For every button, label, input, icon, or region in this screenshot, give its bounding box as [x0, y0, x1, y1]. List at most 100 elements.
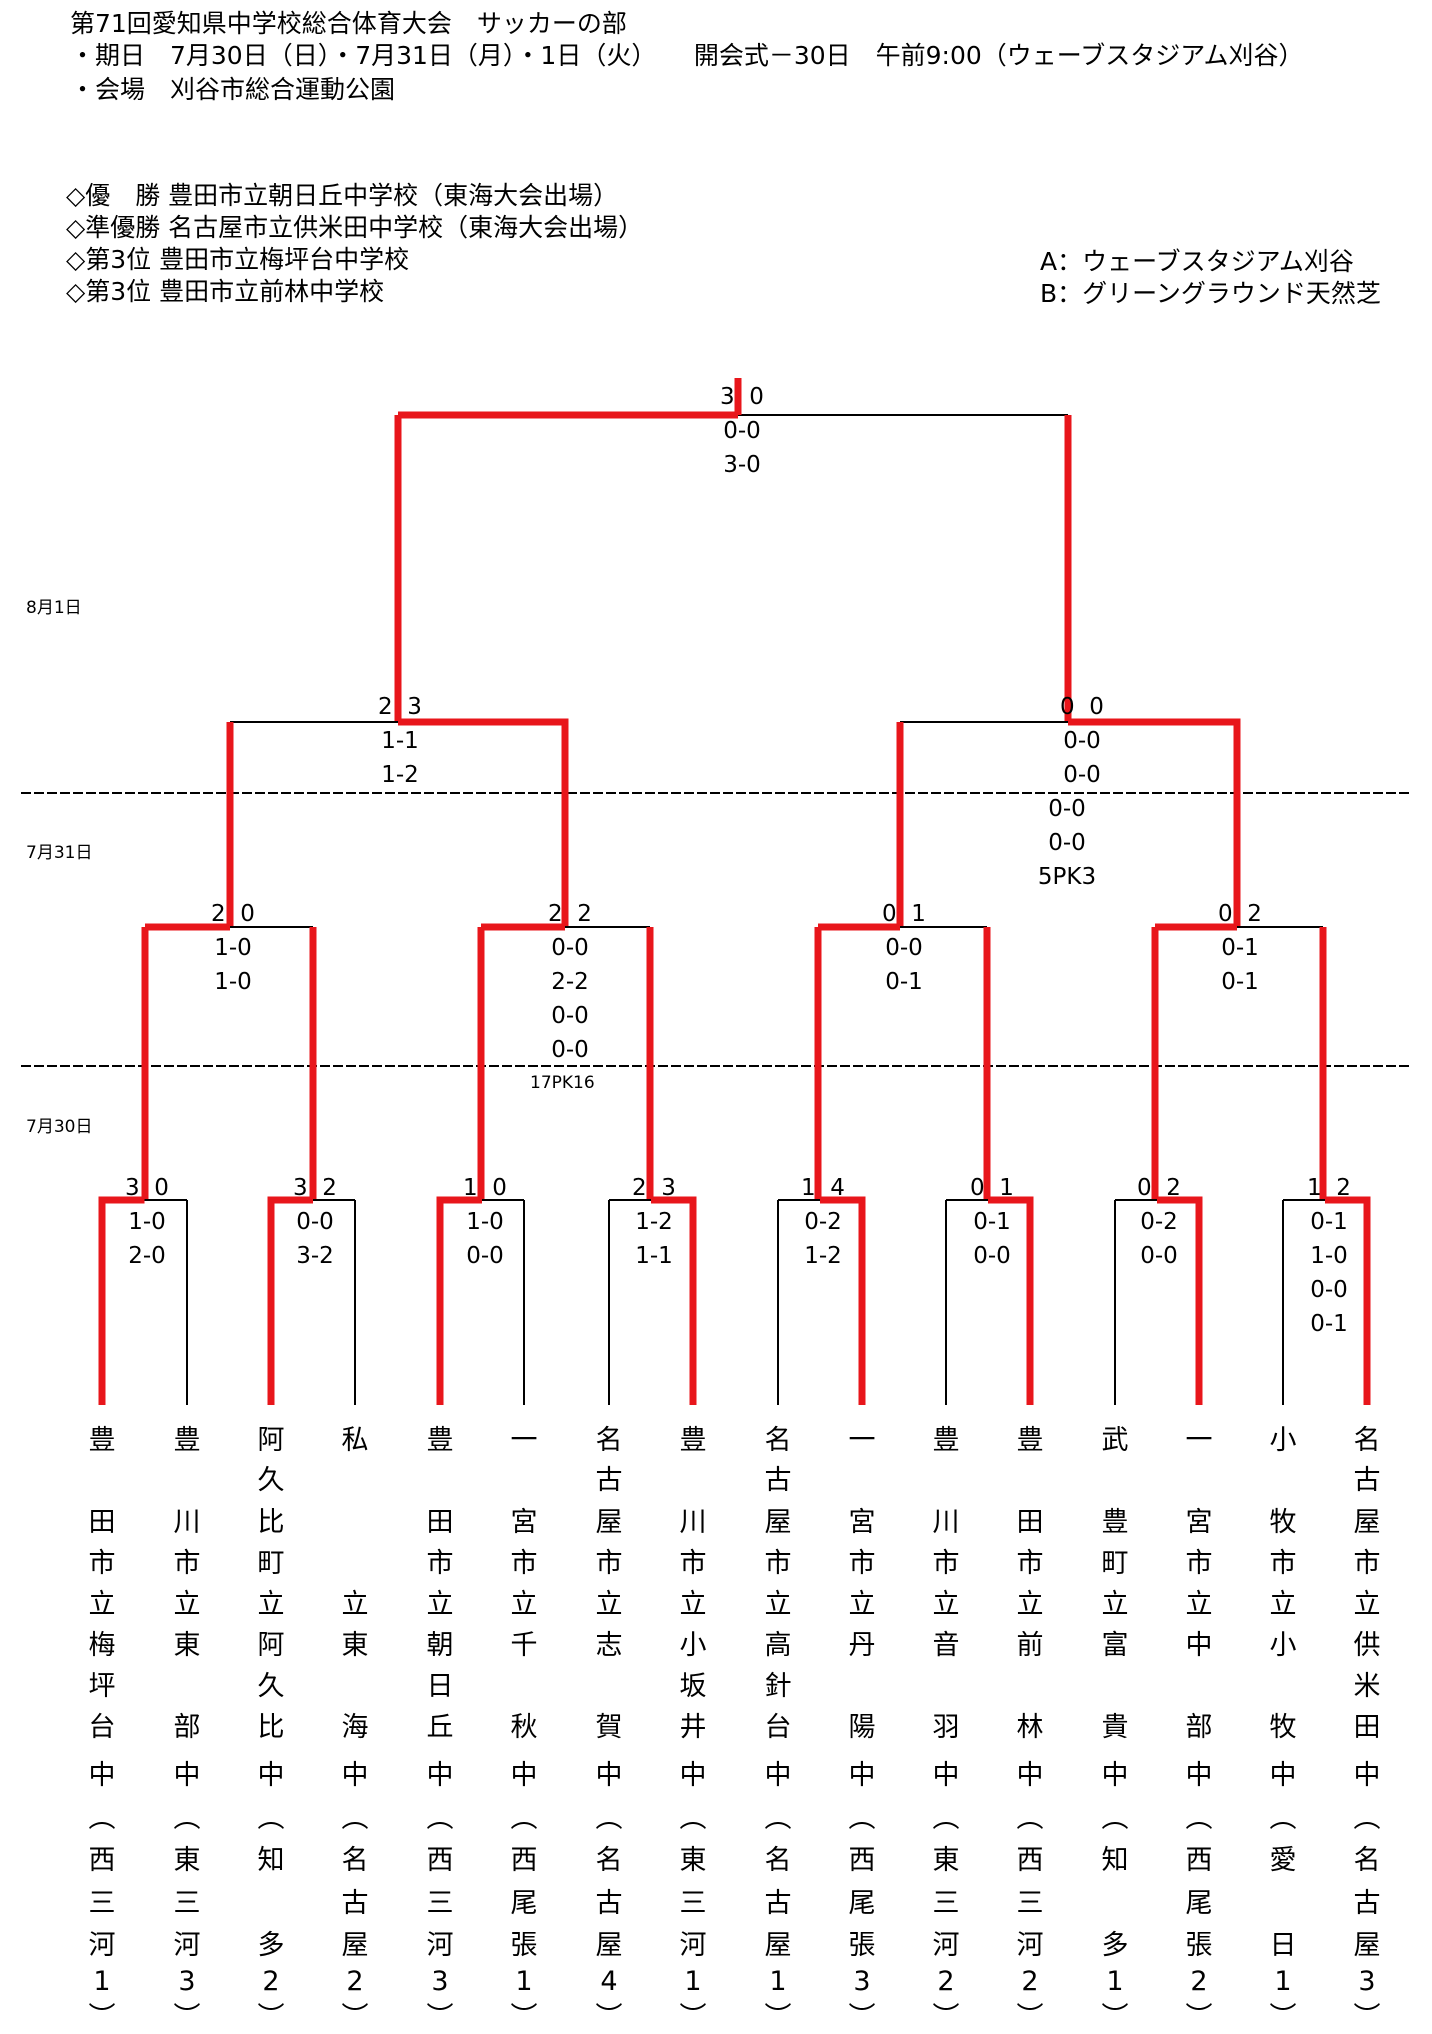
team-char: 河	[1016, 1930, 1044, 1961]
score-round1-6: 0 1 0-1 0-0	[947, 1171, 1037, 1273]
score-line: 0-0	[723, 418, 761, 444]
team-char: 貴	[1101, 1712, 1129, 1743]
team-char: 市	[426, 1548, 454, 1579]
team-char: 名	[764, 1425, 792, 1456]
score-line: 1-2	[804, 1243, 842, 1269]
winner-path	[1325, 1196, 1371, 1405]
team-char: 西	[510, 1845, 538, 1876]
team-char: 高	[764, 1630, 792, 1661]
score-line: 0-0	[296, 1209, 334, 1235]
score-line: 2 3	[632, 1175, 676, 1201]
score-line: 0-1	[973, 1209, 1011, 1235]
team-char: 古	[1353, 1465, 1381, 1496]
team-char: ︵	[510, 1803, 538, 1834]
result-runner-up: ◇準優勝 名古屋市立供米田中学校（東海大会出場）	[66, 213, 644, 242]
team-char: ︶	[595, 2002, 623, 2033]
team-char: 台	[764, 1712, 792, 1743]
team-char: 屋	[764, 1507, 792, 1538]
team-char: 尾	[848, 1888, 876, 1919]
team-char: 牧	[1269, 1507, 1297, 1538]
score-quarterfinal-3: 0 1 0-0 0-1	[859, 897, 949, 999]
score-line: 0-1	[1221, 935, 1259, 961]
team-char: 東	[932, 1845, 960, 1876]
team-char: 羽	[932, 1712, 960, 1743]
team-char: 豊	[932, 1425, 960, 1456]
team-char: 千	[510, 1630, 538, 1661]
venue-legend-a: A：ウェーブスタジアム刈谷	[1040, 247, 1354, 276]
team-char: 4	[600, 1966, 618, 1997]
team-char: 田	[426, 1507, 454, 1538]
team-char: 中	[595, 1760, 623, 1791]
team-char: 市	[595, 1548, 623, 1579]
team-char: 多	[257, 1930, 285, 1961]
team-char: ︵	[679, 1803, 707, 1834]
score-round1-2: 3 2 0-0 3-2	[270, 1171, 360, 1273]
score-line: 5PK3	[1037, 864, 1097, 890]
team-char: 知	[1101, 1845, 1129, 1876]
score-round1-1: 3 0 1-0 2-0	[102, 1171, 192, 1273]
team-char: ︶	[173, 2002, 201, 2033]
team-char: 賀	[595, 1712, 623, 1743]
score-line: 0-1	[1310, 1311, 1348, 1337]
score-quarterfinal-2: 2 2 0-0 2-2 0-0 0-0	[525, 897, 615, 1067]
team-char: 豊	[426, 1425, 454, 1456]
team-char: 部	[173, 1712, 201, 1743]
team-char: 市	[1185, 1548, 1213, 1579]
team-char: 張	[848, 1930, 876, 1961]
team-char: 屋	[595, 1507, 623, 1538]
team-char: 1	[684, 1966, 702, 1997]
team-char: 中	[1353, 1760, 1381, 1791]
team-char: 井	[679, 1712, 707, 1743]
team-char: 中	[932, 1760, 960, 1791]
team-char: 三	[173, 1888, 201, 1919]
team-char: 1	[769, 1966, 787, 1997]
team-char: 中	[679, 1760, 707, 1791]
score-round1-8: 1 2 0-1 1-0 0-0 0-1	[1284, 1171, 1374, 1341]
team-char: 比	[257, 1507, 285, 1538]
team-char: 市	[510, 1548, 538, 1579]
team-char: 立	[173, 1589, 201, 1620]
team-char: 河	[932, 1930, 960, 1961]
team-char: 2	[346, 1966, 364, 1997]
team-char: 三	[679, 1888, 707, 1919]
team-char: 市	[932, 1548, 960, 1579]
team-char: 立	[1353, 1589, 1381, 1620]
day-label-jul31: 7月31日	[26, 843, 93, 863]
team-char: 立	[764, 1589, 792, 1620]
team-char: 1	[1106, 1966, 1124, 1997]
team-char: 多	[1101, 1930, 1129, 1961]
team-char: ︵	[1269, 1803, 1297, 1834]
team-char: 屋	[764, 1930, 792, 1961]
team-char: ︵	[173, 1803, 201, 1834]
team-char: 屋	[595, 1930, 623, 1961]
team-char: 坂	[679, 1671, 707, 1702]
team-char: 市	[1016, 1548, 1044, 1579]
team-char: 立	[88, 1589, 116, 1620]
score-line: 1-0	[214, 935, 252, 961]
team-char: 名	[764, 1845, 792, 1876]
team-char: 市	[764, 1548, 792, 1579]
team-char: 2	[262, 1966, 280, 1997]
team-char: 中	[1185, 1630, 1213, 1661]
team-char: 中	[764, 1760, 792, 1791]
team-char: ︵	[1101, 1803, 1129, 1834]
team-char: 阿	[257, 1630, 285, 1661]
score-round1-3: 1 0 1-0 0-0	[440, 1171, 530, 1273]
team-char: 名	[595, 1425, 623, 1456]
team-char: 中	[341, 1760, 369, 1791]
team-char: 2	[1190, 1966, 1208, 1997]
score-line: 1 4	[801, 1175, 845, 1201]
winner-path	[436, 1196, 482, 1405]
team-char: 供	[1353, 1630, 1381, 1661]
team-char: 中	[1016, 1760, 1044, 1791]
score-line: 1 2	[1307, 1175, 1351, 1201]
day-label-aug1: 8月1日	[26, 598, 82, 618]
team-char: 田	[88, 1507, 116, 1538]
team-char: 中	[426, 1760, 454, 1791]
team-char: 一	[1185, 1425, 1213, 1456]
dates-line: ・期日 7月30日（日）・7月31日（月）・1日（火） 開会式－30日 午前9:…	[70, 41, 1304, 70]
score-line: 2-0	[128, 1243, 166, 1269]
team-char: 中	[1185, 1760, 1213, 1791]
team-char: ︵	[88, 1803, 116, 1834]
team-char: 富	[1101, 1630, 1129, 1661]
